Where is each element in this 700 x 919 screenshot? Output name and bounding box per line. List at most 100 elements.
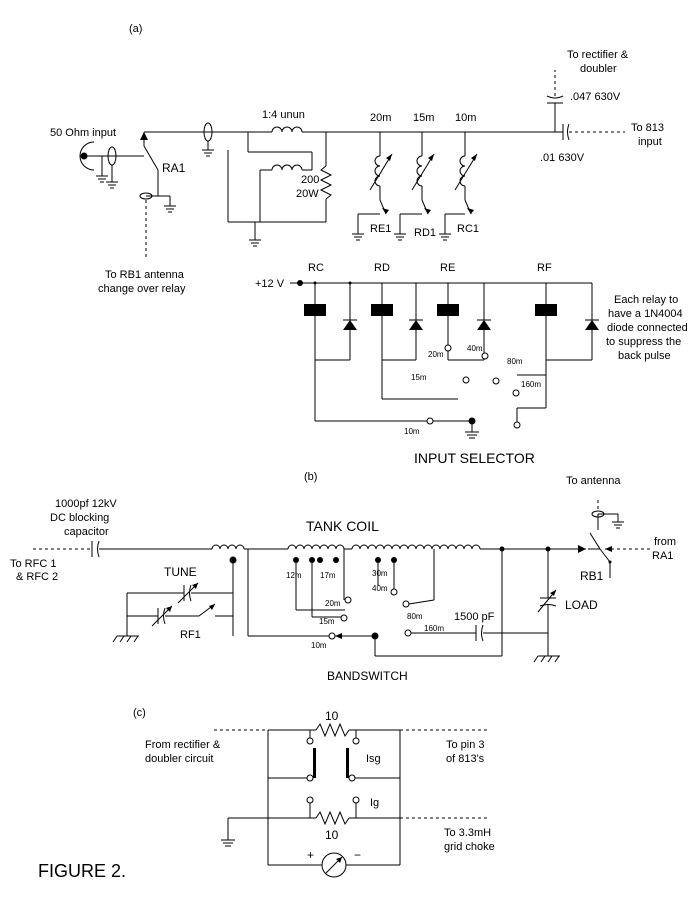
section-a-label: (a) [129,23,142,35]
relay-coil-rc [304,281,357,361]
unun-label: 1:4 unun [262,109,305,121]
relay-coil-rf [535,283,599,361]
rfc-note-1: To RFC 1 [10,558,56,570]
load-capacitor [533,546,560,663]
rfc-note-2: & RFC 2 [16,571,58,583]
from-note-1: from [654,536,676,548]
resistor-value-1: 200 [301,174,319,186]
bandswitch [296,588,548,642]
bandswitch-label: BANDSWITCH [327,669,408,683]
coil-re-label: RE [440,262,455,274]
coax-input-jack [79,141,128,189]
sel-80m-label: 80m [507,357,523,366]
coil-15m [394,132,435,241]
relay-note-line-1: Each relay to [614,294,678,306]
relay-note-line-4: to suppress the [606,336,681,348]
choke-note-2: grid choke [444,841,495,853]
from-note-1: From rectifier & [145,739,221,751]
pin-note-1: To pin 3 [446,739,485,751]
tap-17m-label: 17m [320,571,336,580]
antenna-note: To antenna [566,475,621,487]
rectifier-note-2: doubler [580,63,617,75]
resistor-value-2: 20W [296,188,319,200]
section-c: (c) 10 From rectifier & doubler circuit … [38,707,495,881]
tune-label: TUNE [164,565,197,579]
section-b: (b) 1000pf 12kV DC blocking capacitor To… [10,471,676,683]
relay-note-2: change over relay [98,283,186,295]
tap-160m-label: 160m [424,624,444,633]
resistor-200 [319,132,333,222]
input-label: 50 Ohm input [50,127,116,139]
band-10-label: 10m [455,112,476,124]
sel-15m-label: 15m [411,373,427,382]
relay-re1-label: RE1 [370,223,391,235]
tap-40m-label: 40m [372,584,388,593]
output-note-1: To 813 [631,122,664,134]
relay-note-line-2: have a 1N4004 [608,308,683,320]
choke-note-1: To 3.3mH [444,827,491,839]
cap-01 [555,123,625,141]
relay-note-line-5: back pulse [618,350,671,362]
meter-plus: + [307,848,314,862]
rb1-label: RB1 [580,569,604,583]
sel-40m-label: 40m [467,344,483,353]
supply-label: +12 V [255,278,285,290]
cap-01-label: .01 630V [540,152,585,164]
tune-coil [211,544,332,637]
cap-note-2: DC blocking [50,512,109,524]
pin-note-2: of 813's [446,753,485,765]
rf1-label: RF1 [180,629,201,641]
input-selector-switch [314,344,547,439]
rectifier-note-1: To rectifier & [567,49,629,61]
res-top-label: 10 [325,709,339,723]
cap-047-label: .047 630V [570,91,621,103]
meter-minus: − [354,848,361,862]
relay-rb1 [578,500,650,578]
relay-coil-rd [371,283,423,361]
relay-rd1-label: RD1 [414,227,436,239]
sel-160m-label: 160m [521,380,541,389]
coil-rd-label: RD [374,262,390,274]
sel-10m-label: 10m [404,427,420,436]
figure-title: FIGURE 2. [38,861,126,881]
tank-coil-title: TANK COIL [306,518,379,534]
from-note-2: RA1 [652,550,673,562]
coil-rf-label: RF [537,262,552,274]
coil-20m [352,132,393,241]
meter-switch-circuit [214,722,488,878]
tap-15m-label: 15m [319,617,335,626]
unun-transformer [227,126,326,247]
isg-label: Isg [366,753,381,765]
section-c-label: (c) [133,707,146,719]
section-b-label: (b) [304,471,317,483]
band-20-label: 20m [370,112,391,124]
sel-20m-label: 20m [428,350,444,359]
relay-note-1: To RB1 antenna [105,269,185,281]
input-selector-title: INPUT SELECTOR [414,450,535,466]
cap-note-1: 1000pf 12kV [55,498,117,510]
section-a: (a) 50 Ohm input RA1 To RB1 antenna chan… [50,23,688,466]
coil-10m [439,132,478,241]
relay-note-line-3: diode connected [607,322,688,334]
relay-coil-re [437,283,491,361]
relay-ra1-label: RA1 [162,161,186,175]
output-note-2: input [638,136,662,148]
relay-ra1 [128,132,176,258]
coil-rc-label: RC [308,262,324,274]
ig-label: Ig [370,797,379,809]
tap-10m-label: 10m [311,641,327,650]
cap-note-3: capacitor [64,526,109,538]
tap-12m-label: 12m [286,571,302,580]
tap-30m-label: 30m [372,569,388,578]
cap-047 [546,70,564,132]
relay-rc1-label: RC1 [457,223,479,235]
load-label: LOAD [565,598,598,612]
tap-80m-label: 80m [407,612,423,621]
tune-capacitor [112,582,233,643]
band-15-label: 15m [413,112,434,124]
from-note-2: doubler circuit [145,753,213,765]
res-bottom-label: 10 [325,828,339,842]
pad-cap-label: 1500 pF [454,611,495,623]
